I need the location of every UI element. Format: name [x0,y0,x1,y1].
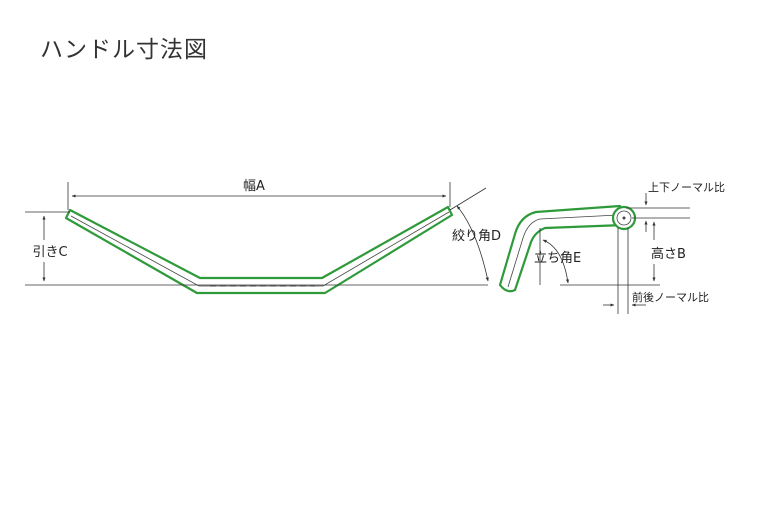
side-bar-centerline [507,214,619,288]
bar-end-center [622,216,626,220]
pullback-dimension: 引きC [25,211,488,286]
width-label: 幅A [243,179,265,194]
width-dimension: 幅A [67,179,451,210]
height-dimension: 高さB [560,217,690,286]
front-view [64,205,454,295]
height-label: 高さB [651,246,686,262]
rise-angle-label: 立ち角E [534,251,581,266]
vertical-knurl-ratio: 上下ノーマル比 [626,181,725,232]
sweep-angle-dimension: 絞り角D [449,187,501,282]
front-bar-outline [64,205,454,295]
sweep-angle-label: 絞り角D [452,229,501,244]
front-rear-knurl-label: 前後ノーマル比 [632,290,709,304]
rise-angle-dimension: 立ち角E [534,228,581,285]
vertical-knurl-label: 上下ノーマル比 [648,181,725,194]
pullback-label: 引きC [32,245,67,260]
bar-end-inner [616,210,632,226]
front-rear-knurl-ratio: 前後ノーマル比 [603,228,709,314]
side-bar-outline [498,204,626,293]
page-title: ハンドル寸法図 [40,37,208,63]
